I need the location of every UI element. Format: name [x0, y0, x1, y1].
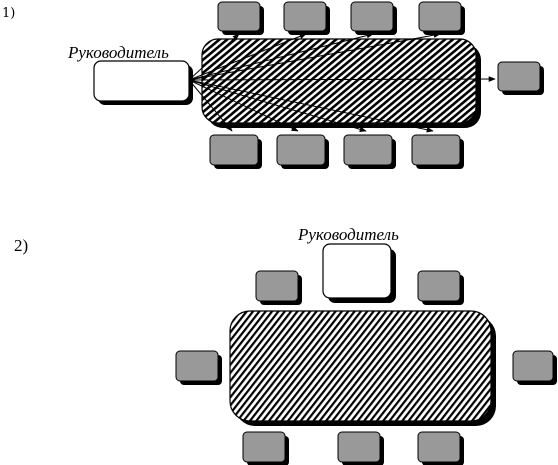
arrow-to-right — [188, 76, 496, 82]
scheme-1-seat-top-2 — [283, 1, 330, 35]
scheme-1-number: 1) — [2, 6, 15, 21]
scheme-2-seat-top-left — [255, 270, 302, 305]
arrow-to-top-4 — [188, 32, 441, 81]
arrow-to-top-3 — [188, 32, 374, 81]
scheme-2-leader-box — [322, 243, 396, 303]
scheme-1-seat-right — [497, 61, 544, 95]
scheme-1-seat-bottom-4 — [411, 134, 464, 169]
scheme-2-leader-label: Руководитель — [297, 225, 399, 244]
scheme-2-seat-bottom-3 — [417, 431, 464, 465]
arrow-to-bottom-4 — [188, 79, 434, 133]
scheme-2-seat-top-right — [417, 270, 464, 305]
arrow-to-bottom-3 — [188, 79, 367, 132]
scheme-1-seat-bottom-3 — [343, 134, 396, 169]
scheme-2-seat-right — [512, 350, 557, 385]
scheme-1-seat-top-1 — [217, 1, 264, 35]
arrow-to-bottom-1 — [188, 79, 233, 132]
scheme-2-seat-left — [175, 350, 222, 385]
scheme-1-seat-top-3 — [350, 1, 397, 35]
arrow-to-top-2 — [188, 33, 307, 81]
scheme-1-seat-bottom-1 — [209, 134, 262, 169]
arrow-to-bottom-2 — [188, 79, 299, 132]
scheme-1-leader-box — [93, 60, 193, 105]
scheme-1-arrows — [188, 32, 496, 133]
scheme-2-table — [229, 310, 496, 426]
scheme-1-leader-label: Руководитель — [67, 43, 169, 62]
arrow-to-top-1 — [188, 33, 240, 81]
scheme-1-seat-bottom-2 — [276, 134, 329, 169]
scheme-1-seat-top-4 — [418, 1, 465, 35]
scheme-2-seat-bottom-1 — [242, 431, 289, 465]
scheme-2-number: 2) — [14, 236, 28, 255]
scheme-2-seat-bottom-2 — [337, 431, 384, 465]
